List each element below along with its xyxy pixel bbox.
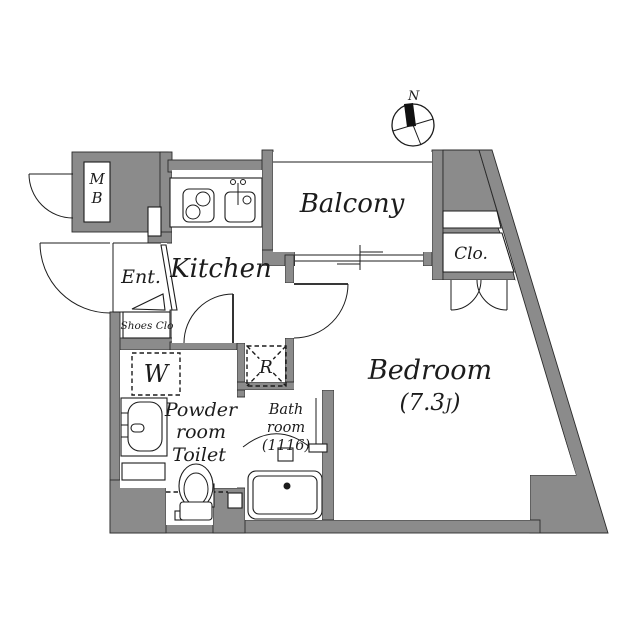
refrigerator-x1 (246, 345, 287, 387)
label-toilet: Toilet (172, 444, 226, 466)
wall-kitchen-powder (169, 341, 238, 351)
front-door-swing-arc (39, 242, 111, 314)
refrigerator-space-box (246, 345, 287, 387)
bedroom-size-pre: (7.3 (400, 390, 446, 416)
pipe-space-box (147, 206, 162, 237)
compass-north-label: N (407, 89, 420, 104)
floor-balcony (273, 152, 432, 252)
shoes-closet-box (122, 311, 171, 339)
faucet-handle-1 (230, 179, 236, 185)
faucet-spout (242, 195, 252, 205)
balcony-detail (273, 161, 432, 270)
washer-space-box (131, 352, 181, 396)
wall-divider-upper (284, 254, 295, 284)
front-door-leaf (160, 244, 178, 311)
label-refrigerator: R (258, 357, 273, 378)
doors (183, 279, 508, 449)
label-bath-3: (1116) (262, 438, 310, 454)
faucet-handle-2 (240, 179, 246, 185)
refrigerator-label-bg (256, 356, 276, 376)
label-meter-box-m: M (88, 170, 105, 188)
bedroom-size-post: ) (451, 390, 461, 416)
bedroom-door-arc (293, 283, 349, 339)
stove (182, 188, 215, 223)
floor-kitchen-east (262, 266, 285, 343)
toilet-paper-holder (227, 492, 243, 509)
bathtub-inner (252, 475, 318, 515)
bedroom-size-unit: J (442, 395, 453, 414)
compass-needle-icon (404, 103, 416, 127)
walls (71, 149, 609, 534)
meter-box (83, 161, 111, 223)
entrance-detail (28, 173, 178, 314)
stove-burner-2 (185, 204, 201, 220)
meter-box-door-arc (28, 173, 74, 219)
vanity-lower-cabinet (121, 462, 166, 481)
bath-faucet-counter (308, 443, 328, 453)
powder-room-fixtures (120, 397, 243, 521)
toilet-tank (179, 501, 213, 521)
wall-vanity-bottom (109, 479, 167, 534)
label-bath-2: room (267, 420, 305, 436)
label-kitchen: Kitchen (169, 254, 272, 284)
kitchen-sink (224, 191, 256, 223)
powder-door-arc (183, 293, 234, 344)
bath-door-arc (242, 433, 312, 449)
wall-below-closet (442, 271, 516, 281)
kitchen-counter (169, 177, 263, 228)
closet-door-right-arc (476, 279, 508, 311)
closet-box (442, 232, 515, 273)
wall-bath-bedroom (321, 389, 335, 521)
refrigerator-x2 (246, 345, 287, 387)
front-door-swing-triangle (131, 293, 166, 311)
room-labels: Balcony Kitchen Ent. Clo. M B Shoes Clo … (88, 170, 492, 466)
vanity-basin (127, 401, 163, 452)
bathtub-drain (283, 482, 291, 490)
closet-door-left-arc (450, 279, 482, 311)
label-balcony: Balcony (299, 189, 405, 219)
stove-burner-1 (195, 191, 211, 207)
floor-door-opening (285, 283, 294, 338)
wall-shelf-closet-divider (442, 227, 501, 234)
label-shoes-closet: Shoes Clo (121, 320, 174, 332)
floor-bedroom (294, 266, 576, 520)
label-closet: Clo. (454, 244, 488, 264)
label-entrance: Ent. (120, 266, 161, 288)
label-bedroom-size: (7.3J) (400, 390, 461, 416)
bath-step (277, 447, 294, 462)
wall-balcony-left (261, 149, 274, 267)
label-bedroom: Bedroom (367, 355, 492, 386)
compass: N (391, 89, 435, 147)
label-powder-1: Powder (164, 399, 239, 421)
bathroom-fixtures (247, 398, 328, 520)
wall-balcony-right (431, 149, 444, 281)
vanity-faucet (130, 423, 145, 433)
label-washer: W (144, 360, 171, 388)
label-powder-2: room (176, 421, 226, 443)
label-meter-box-b: B (90, 189, 102, 207)
label-bath-1: Bath (268, 402, 303, 418)
closet-shelf (442, 210, 502, 229)
appliance-spaces (131, 345, 287, 396)
